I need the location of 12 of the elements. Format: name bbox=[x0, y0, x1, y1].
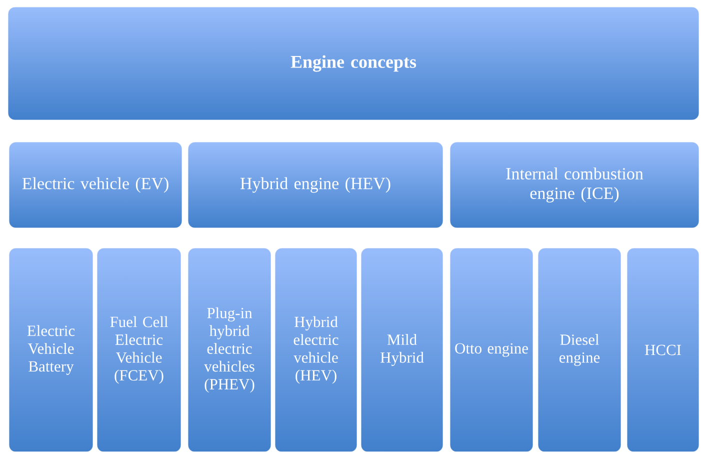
concept-box: Mild Hybrid bbox=[360, 248, 444, 452]
concept-box: Fuel Cell Electric Vehicle (FCEV) bbox=[96, 248, 182, 452]
concept-box: Hybrid electric vehicle (HEV) bbox=[274, 248, 358, 452]
heading-box: Engine concepts bbox=[8, 6, 700, 120]
category-box: Electric vehicle (EV) bbox=[8, 142, 182, 228]
concept-box: Otto engine bbox=[450, 248, 534, 452]
concept-box: Electric Vehicle Battery bbox=[8, 248, 94, 452]
concept-box: Diesel engine bbox=[538, 248, 622, 452]
category-box: Hybrid engine (HEV) bbox=[188, 142, 444, 228]
category-box: Internal combustion engine (ICE) bbox=[450, 142, 700, 228]
concept-box: Plug-in hybrid electric vehicles (PHEV) bbox=[188, 248, 272, 452]
concept-box: HCCI bbox=[626, 248, 700, 452]
